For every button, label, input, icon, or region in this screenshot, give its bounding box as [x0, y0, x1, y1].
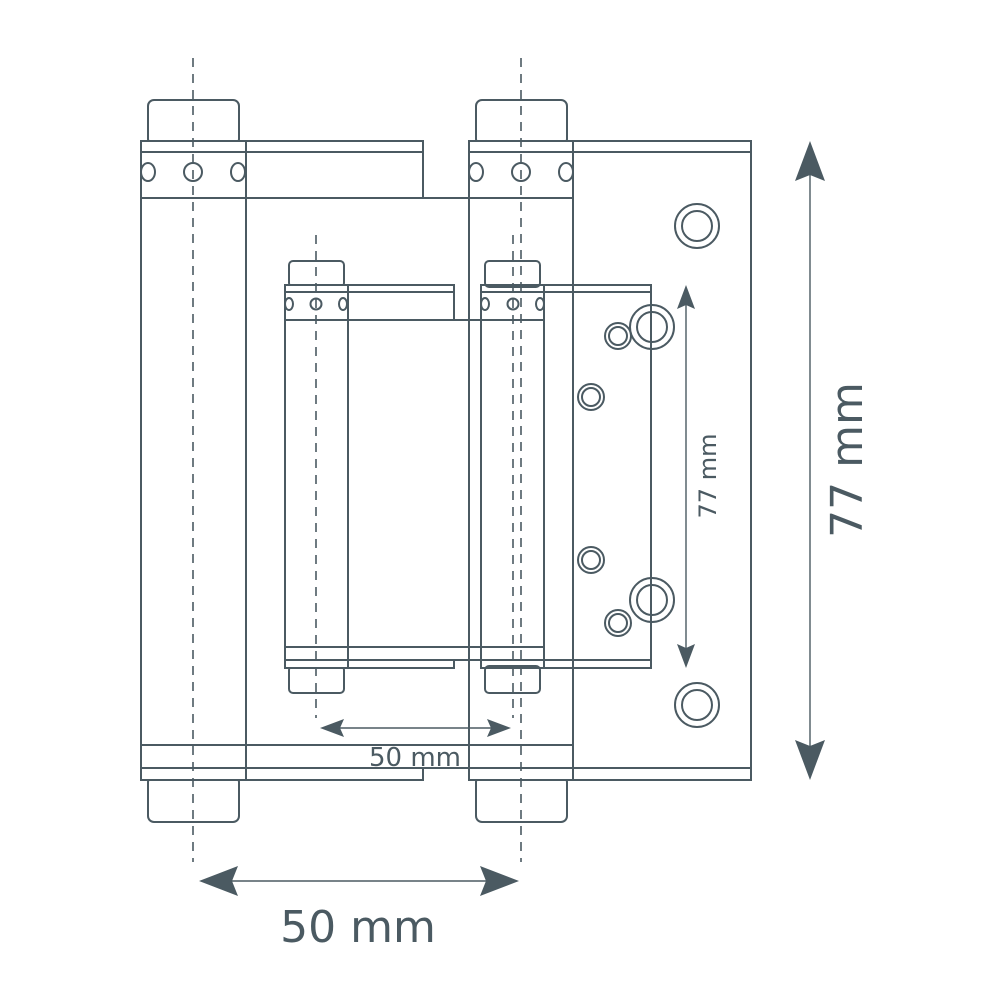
pin-hole — [535, 297, 545, 311]
pin-hole — [230, 162, 246, 182]
bottom-bands — [141, 744, 751, 781]
small-bottom-bands — [285, 646, 651, 669]
pin-hole — [468, 162, 484, 182]
dimension-large-width: 50 mm — [199, 866, 519, 953]
arrow-up-icon — [795, 141, 825, 181]
dimension-small-width: 50 mm — [320, 719, 511, 773]
arrow-up-icon — [677, 285, 695, 309]
screw-hole-inner — [681, 210, 713, 242]
screw-hole-inner — [681, 689, 713, 721]
pin-hole — [480, 297, 490, 311]
dimension-small-height: 77 mm — [677, 285, 722, 668]
right-leaf-plate — [572, 140, 752, 781]
small-screw-holes — [577, 304, 675, 637]
arrow-right-icon — [487, 719, 511, 737]
small-right-leaf — [543, 284, 652, 669]
top-bands — [141, 140, 751, 199]
large-width-label: 50 mm — [280, 902, 436, 953]
large-height-label: 77 mm — [822, 382, 873, 538]
pin-hole — [140, 162, 156, 182]
pin-hole — [309, 297, 323, 311]
pin-hole — [338, 297, 348, 311]
screw-hole-outer — [674, 203, 720, 249]
arrow-down-icon — [677, 644, 695, 668]
small-height-label: 77 mm — [694, 434, 722, 519]
small-bottom-cap-right — [484, 665, 541, 694]
pin-hole — [284, 297, 294, 311]
dimension-large-height: 77 mm — [795, 141, 873, 780]
arrow-left-icon — [320, 719, 344, 737]
center-lines — [192, 58, 522, 862]
pin-hole — [506, 297, 520, 311]
arrow-right-icon — [480, 866, 519, 896]
arrow-left-icon — [199, 866, 238, 896]
small-width-label: 50 mm — [369, 743, 461, 773]
large-hinge — [140, 99, 752, 823]
pin-hole — [558, 162, 574, 182]
screw-hole-outer — [674, 682, 720, 728]
arrow-down-icon — [795, 740, 825, 780]
